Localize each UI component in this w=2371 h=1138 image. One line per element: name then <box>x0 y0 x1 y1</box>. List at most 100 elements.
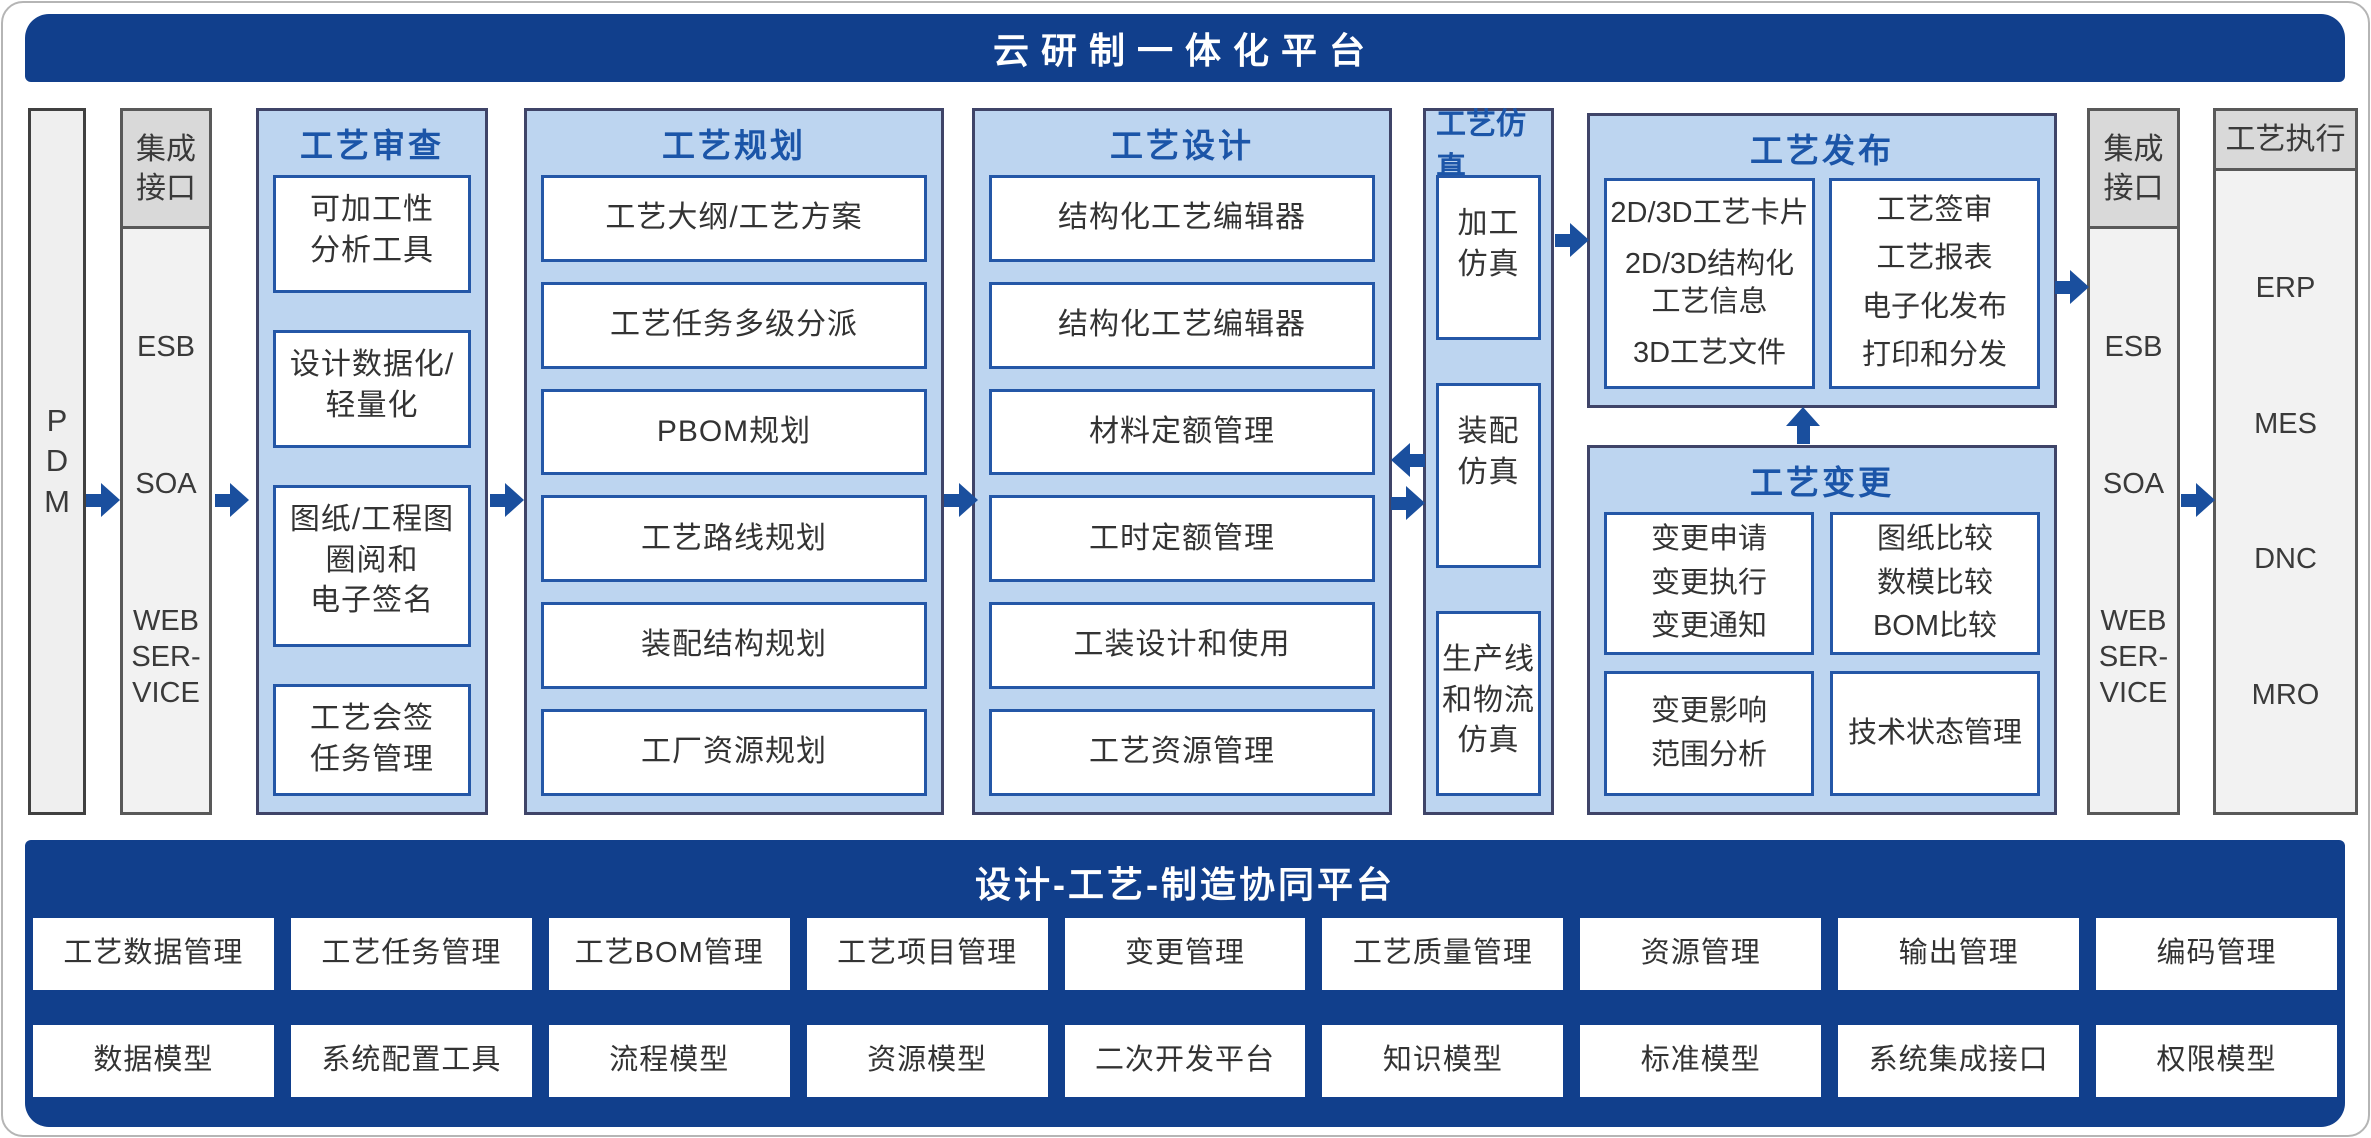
simulation-item: 加工 仿真 <box>1436 175 1541 340</box>
release-actions-box: 工艺签审 工艺报表 电子化发布 打印和分发 <box>1829 178 2040 389</box>
design-item: 工装设计和使用 <box>989 602 1375 690</box>
panel-process-review: 工艺审查 可加工性 分析工具 设计数据化/ 轻量化 图纸/工程图 圈阅和 电子签… <box>256 108 488 815</box>
execution-item: ERP <box>2255 272 2316 305</box>
platform-cell: 数据模型 <box>33 1025 274 1097</box>
arrow-shaft <box>1796 426 1810 444</box>
arrow-right-icon <box>1391 486 1425 520</box>
arrow-head <box>230 483 249 517</box>
integration-right-item: ESB <box>2104 331 2163 364</box>
planning-item: 工艺大纲/工艺方案 <box>541 175 927 262</box>
integration-left-item: WEB SER- VICE <box>131 604 201 710</box>
simulation-item: 装配 仿真 <box>1436 383 1541 568</box>
panel-process-design-title: 工艺设计 <box>1110 127 1254 164</box>
execution-item: MRO <box>2251 678 2320 711</box>
execution-body: ERP MES DNC MRO <box>2216 171 2355 812</box>
change-box: 图纸比较 数模比较 BOM比较 <box>1830 512 2040 656</box>
platform-cell: 资源模型 <box>806 1025 1048 1097</box>
top-banner-title: 云研制一体化平台 <box>992 30 1377 71</box>
panel-process-planning-body: 工艺大纲/工艺方案 工艺任务多级分派 PBOM规划 工艺路线规划 装配结构规划 … <box>541 175 927 796</box>
release-action-item: 工艺签审 <box>1876 193 1993 226</box>
release-output-item: 3D工艺文件 <box>1632 336 1787 369</box>
platform-cell: 流程模型 <box>548 1025 790 1097</box>
platform-cell: 工艺BOM管理 <box>548 918 790 990</box>
arrow-head <box>101 483 120 517</box>
release-action-item: 电子化发布 <box>1861 290 2007 323</box>
simulation-item: 生产线 和物流 仿真 <box>1436 611 1541 796</box>
arrow-shaft <box>944 493 959 507</box>
change-box: 变更影响 范围分析 <box>1604 671 1814 796</box>
review-item: 图纸/工程图 圈阅和 电子签名 <box>273 485 471 647</box>
change-box: 变更申请 变更执行 变更通知 <box>1604 512 1814 656</box>
release-outputs-box: 2D/3D工艺卡片 2D/3D结构化 工艺信息 3D工艺文件 <box>1604 178 1815 389</box>
arrow-right-icon <box>490 483 524 517</box>
integration-left-header: 集成 接口 <box>123 111 209 229</box>
panel-process-change: 工艺变更 变更申请 变更执行 变更通知 图纸比较 数模比较 BOM比较 变更影响… <box>1587 445 2057 815</box>
release-output-item: 2D/3D结构化 工艺信息 <box>1624 247 1795 318</box>
arrow-shaft <box>1391 496 1406 510</box>
platform-cell: 工艺质量管理 <box>1322 918 1564 990</box>
arrow-shaft <box>215 493 230 507</box>
platform-cell: 资源管理 <box>1580 918 1822 990</box>
arrow-head <box>505 483 524 517</box>
pdm-column: P D M <box>28 108 86 815</box>
panel-process-change-body: 变更申请 变更执行 变更通知 图纸比较 数模比较 BOM比较 变更影响 范围分析… <box>1604 512 2040 796</box>
design-item: 工艺资源管理 <box>989 709 1375 796</box>
arrow-head <box>1391 443 1410 477</box>
panel-process-release-body: 2D/3D工艺卡片 2D/3D结构化 工艺信息 3D工艺文件 工艺签审 工艺报表… <box>1604 178 2040 389</box>
design-item: 结构化工艺编辑器 <box>989 175 1375 262</box>
platform-cell: 系统集成接口 <box>1838 1025 2080 1097</box>
planning-item: PBOM规划 <box>541 388 927 476</box>
arrow-shaft <box>490 493 505 507</box>
release-output-item: 2D/3D工艺卡片 <box>1610 196 1809 229</box>
panel-process-review-title: 工艺审查 <box>300 127 444 164</box>
execution-item: DNC <box>2254 543 2317 576</box>
platform-cell: 知识模型 <box>1322 1025 1564 1097</box>
bottom-platform-grid: 工艺数据管理 工艺任务管理 工艺BOM管理 工艺项目管理 变更管理 工艺质量管理… <box>33 918 2337 1097</box>
platform-cell: 工艺数据管理 <box>33 918 274 990</box>
arrow-shaft <box>2181 493 2196 507</box>
execution-header: 工艺执行 <box>2216 111 2355 171</box>
planning-item: 工艺路线规划 <box>541 495 927 583</box>
platform-cell: 标准模型 <box>1580 1025 1822 1097</box>
arrow-right-icon <box>215 483 249 517</box>
planning-item: 装配结构规划 <box>541 602 927 690</box>
panel-process-simulation-title: 工艺仿真 <box>1436 108 1526 185</box>
panel-process-design-body: 结构化工艺编辑器 结构化工艺编辑器 材料定额管理 工时定额管理 工装设计和使用 … <box>989 175 1375 796</box>
top-banner: 云研制一体化平台 <box>25 14 2345 82</box>
arrow-shaft <box>86 493 101 507</box>
review-item: 设计数据化/ 轻量化 <box>273 330 471 448</box>
integration-left-item: SOA <box>135 468 197 501</box>
arrow-head <box>959 483 978 517</box>
platform-cell: 变更管理 <box>1064 918 1306 990</box>
platform-cell: 编码管理 <box>2096 918 2337 990</box>
arrow-head <box>2070 270 2089 304</box>
integration-right-item: SOA <box>2102 468 2165 501</box>
release-action-item: 打印和分发 <box>1861 339 2007 372</box>
execution-item: MES <box>2254 407 2317 440</box>
arrow-left-icon <box>1391 443 1425 477</box>
planning-item: 工厂资源规划 <box>541 709 927 796</box>
platform-cell: 系统配置工具 <box>290 1025 532 1097</box>
arrow-head <box>2196 483 2215 517</box>
bottom-platform-title: 设计-工艺-制造协同平台 <box>975 864 1395 905</box>
integration-right-item: WEB SER- VICE <box>2098 604 2169 710</box>
arrow-head <box>1786 407 1820 426</box>
arrow-right-icon <box>86 483 120 517</box>
review-item: 工艺会签 任务管理 <box>273 684 471 796</box>
arrow-right-icon <box>2181 483 2215 517</box>
platform-cell: 二次开发平台 <box>1064 1025 1306 1097</box>
arrow-up-icon <box>1786 407 1820 444</box>
platform-cell: 权限模型 <box>2096 1025 2337 1097</box>
arrow-head <box>1570 223 1589 257</box>
arrow-right-icon <box>2055 270 2089 304</box>
integration-column-right: 集成 接口 ESB SOA WEB SER- VICE <box>2087 108 2180 815</box>
panel-process-simulation-body: 加工 仿真 装配 仿真 生产线 和物流 仿真 <box>1436 175 1541 796</box>
integration-left-item: ESB <box>136 331 196 364</box>
panel-process-change-title: 工艺变更 <box>1750 464 1894 501</box>
panel-process-planning-title: 工艺规划 <box>662 127 806 164</box>
release-action-item: 工艺报表 <box>1876 242 1993 275</box>
design-item: 结构化工艺编辑器 <box>989 281 1375 369</box>
arrow-shaft <box>1410 453 1425 467</box>
panel-process-review-body: 可加工性 分析工具 设计数据化/ 轻量化 图纸/工程图 圈阅和 电子签名 工艺会… <box>273 175 471 796</box>
arrow-shaft <box>1555 233 1570 247</box>
